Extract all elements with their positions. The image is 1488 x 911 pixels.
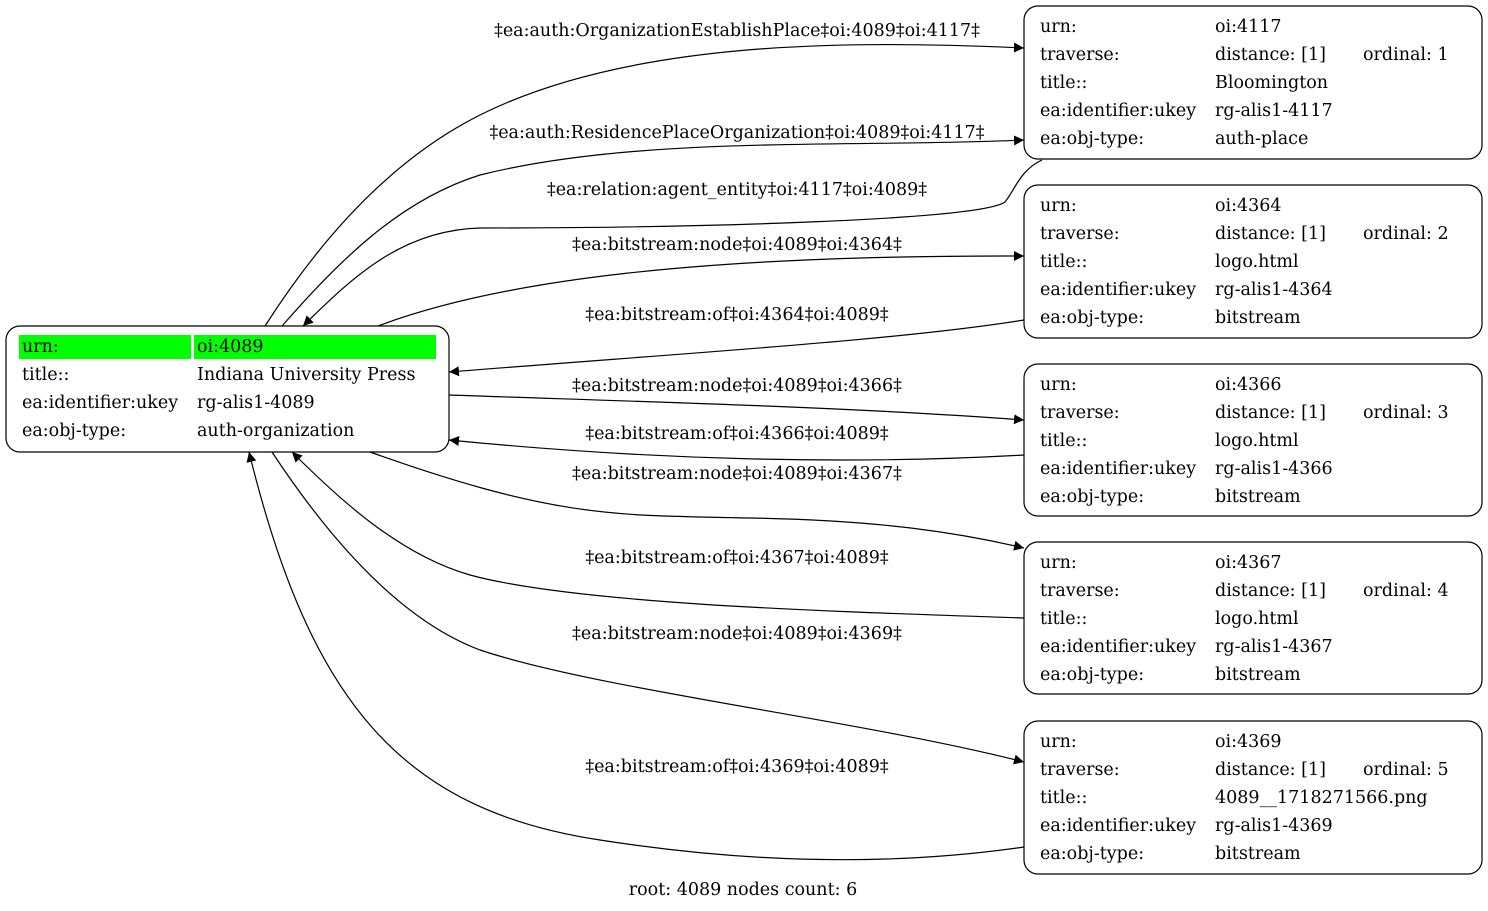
- edge-path-of-4369[interactable]: [246, 451, 1025, 861]
- node-objtype-value: bitstream: [1215, 487, 1301, 507]
- root-objtype-value: auth-organization: [197, 421, 354, 441]
- node-traverse-key: traverse:: [1040, 760, 1120, 780]
- root-urn-key: urn:: [22, 337, 59, 357]
- node-ordinal-value: ordinal: 1: [1363, 45, 1449, 65]
- node-ukey-value: rg-alis1-4367: [1215, 637, 1333, 657]
- edge-path-residence-place[interactable]: [281, 135, 1025, 327]
- edge-path-node-4369[interactable]: [271, 451, 1025, 765]
- node-urn-key: urn:: [1040, 17, 1077, 37]
- edge-path-node-4364[interactable]: [377, 250, 1025, 327]
- node-objtype-key: ea:obj-type:: [1040, 665, 1144, 685]
- node-title-value: Bloomington: [1215, 73, 1328, 93]
- node-ukey-key: ea:identifier:ukey: [1040, 101, 1196, 121]
- node-objtype-key: ea:obj-type:: [1040, 308, 1144, 328]
- edges: [246, 42, 1043, 861]
- node-ordinal-value: ordinal: 5: [1363, 760, 1449, 780]
- edge-label-node-4367: ‡ea:bitstream:node‡oi:4089‡oi:4367‡: [572, 464, 902, 484]
- node-urn-key: urn:: [1040, 196, 1077, 216]
- root-ukey-key: ea:identifier:ukey: [22, 393, 178, 413]
- edge-path-node-4367[interactable]: [369, 451, 1025, 551]
- node-urn-value: oi:4369: [1215, 732, 1282, 752]
- edge-path-of-4366[interactable]: [448, 436, 1025, 461]
- node-objtype-value: bitstream: [1215, 308, 1301, 328]
- edge-label-of-4367: ‡ea:bitstream:of‡oi:4367‡oi:4089‡: [585, 548, 889, 568]
- node-title-value: 4089__1718271566.png: [1215, 788, 1428, 808]
- root-urn-value-highlight: [194, 335, 436, 359]
- root-title-value: Indiana University Press: [197, 365, 415, 385]
- node-4366[interactable]: urn: oi:4366 traverse: distance: [1] ord…: [1023, 363, 1483, 517]
- edge-label-node-4369: ‡ea:bitstream:node‡oi:4089‡oi:4369‡: [572, 624, 902, 644]
- root-urn-value: oi:4089: [197, 337, 264, 357]
- node-ukey-value: rg-alis1-4117: [1215, 101, 1333, 121]
- node-title-key: title::: [1040, 73, 1087, 93]
- edge-path-agent-entity[interactable]: [302, 159, 1043, 327]
- edge-path-of-4367[interactable]: [291, 451, 1025, 619]
- node-title-value: logo.html: [1215, 431, 1299, 451]
- node-ordinal-value: ordinal: 2: [1363, 224, 1449, 244]
- node-distance-value: distance: [1]: [1215, 581, 1326, 601]
- node-title-key: title::: [1040, 788, 1087, 808]
- node-urn-value: oi:4367: [1215, 553, 1282, 573]
- edge-label-of-4364: ‡ea:bitstream:of‡oi:4364‡oi:4089‡: [585, 305, 889, 325]
- node-urn-value: oi:4366: [1215, 375, 1282, 395]
- node-title-value: logo.html: [1215, 252, 1299, 272]
- node-urn-key: urn:: [1040, 553, 1077, 573]
- edge-label-of-4369: ‡ea:bitstream:of‡oi:4369‡oi:4089‡: [585, 757, 889, 777]
- node-ukey-key: ea:identifier:ukey: [1040, 459, 1196, 479]
- node-objtype-value: auth-place: [1215, 129, 1308, 149]
- edge-label-node-4366: ‡ea:bitstream:node‡oi:4089‡oi:4366‡: [572, 376, 902, 396]
- edge-path-establish-place[interactable]: [264, 42, 1025, 327]
- node-objtype-value: bitstream: [1215, 665, 1301, 685]
- node-urn-key: urn:: [1040, 375, 1077, 395]
- node-ukey-value: rg-alis1-4364: [1215, 280, 1333, 300]
- node-4364[interactable]: urn: oi:4364 traverse: distance: [1] ord…: [1023, 184, 1483, 339]
- node-traverse-key: traverse:: [1040, 224, 1120, 244]
- node-distance-value: distance: [1]: [1215, 760, 1326, 780]
- root-title-key: title::: [22, 365, 69, 385]
- edge-path-of-4364[interactable]: [448, 319, 1025, 377]
- root-urn-key-highlight: [19, 335, 191, 359]
- root-node[interactable]: urn: oi:4089 title:: Indiana University …: [5, 325, 450, 453]
- node-objtype-key: ea:obj-type:: [1040, 129, 1144, 149]
- root-ukey-value: rg-alis1-4089: [197, 393, 315, 413]
- node-distance-value: distance: [1]: [1215, 403, 1326, 423]
- root-objtype-key: ea:obj-type:: [22, 421, 126, 441]
- node-objtype-key: ea:obj-type:: [1040, 844, 1144, 864]
- node-urn-key: urn:: [1040, 732, 1077, 752]
- node-objtype-key: ea:obj-type:: [1040, 487, 1144, 507]
- edge-label-residence-place: ‡ea:auth:ResidencePlaceOrganization‡oi:4…: [489, 123, 984, 143]
- edge-path-node-4366[interactable]: [448, 394, 1025, 425]
- edge-label-node-4364: ‡ea:bitstream:node‡oi:4089‡oi:4364‡: [572, 235, 902, 255]
- node-ukey-value: rg-alis1-4366: [1215, 459, 1333, 479]
- node-ukey-key: ea:identifier:ukey: [1040, 280, 1196, 300]
- node-ukey-key: ea:identifier:ukey: [1040, 637, 1196, 657]
- node-objtype-value: bitstream: [1215, 844, 1301, 864]
- node-ordinal-value: ordinal: 3: [1363, 403, 1449, 423]
- node-4367[interactable]: urn: oi:4367 traverse: distance: [1] ord…: [1023, 541, 1483, 695]
- node-ordinal-value: ordinal: 4: [1363, 581, 1449, 601]
- node-4369[interactable]: urn: oi:4369 traverse: distance: [1] ord…: [1023, 720, 1483, 875]
- node-distance-value: distance: [1]: [1215, 45, 1326, 65]
- node-4117[interactable]: urn: oi:4117 traverse: distance: [1] ord…: [1023, 5, 1483, 160]
- node-distance-value: distance: [1]: [1215, 224, 1326, 244]
- node-ukey-key: ea:identifier:ukey: [1040, 816, 1196, 836]
- node-title-value: logo.html: [1215, 609, 1299, 629]
- node-title-key: title::: [1040, 431, 1087, 451]
- node-traverse-key: traverse:: [1040, 45, 1120, 65]
- edge-label-establish-place: ‡ea:auth:OrganizationEstablishPlace‡oi:4…: [494, 21, 980, 41]
- node-traverse-key: traverse:: [1040, 403, 1120, 423]
- edge-labels: ‡ea:auth:OrganizationEstablishPlace‡oi:4…: [489, 21, 984, 777]
- edge-label-agent-entity: ‡ea:relation:agent_entity‡oi:4117‡oi:408…: [547, 180, 927, 200]
- node-title-key: title::: [1040, 609, 1087, 629]
- node-urn-value: oi:4117: [1215, 17, 1282, 37]
- node-title-key: title::: [1040, 252, 1087, 272]
- graph-footer-caption: root: 4089 nodes count: 6: [629, 880, 857, 900]
- node-ukey-value: rg-alis1-4369: [1215, 816, 1333, 836]
- node-traverse-key: traverse:: [1040, 581, 1120, 601]
- node-urn-value: oi:4364: [1215, 196, 1282, 216]
- edge-label-of-4366: ‡ea:bitstream:of‡oi:4366‡oi:4089‡: [585, 424, 889, 444]
